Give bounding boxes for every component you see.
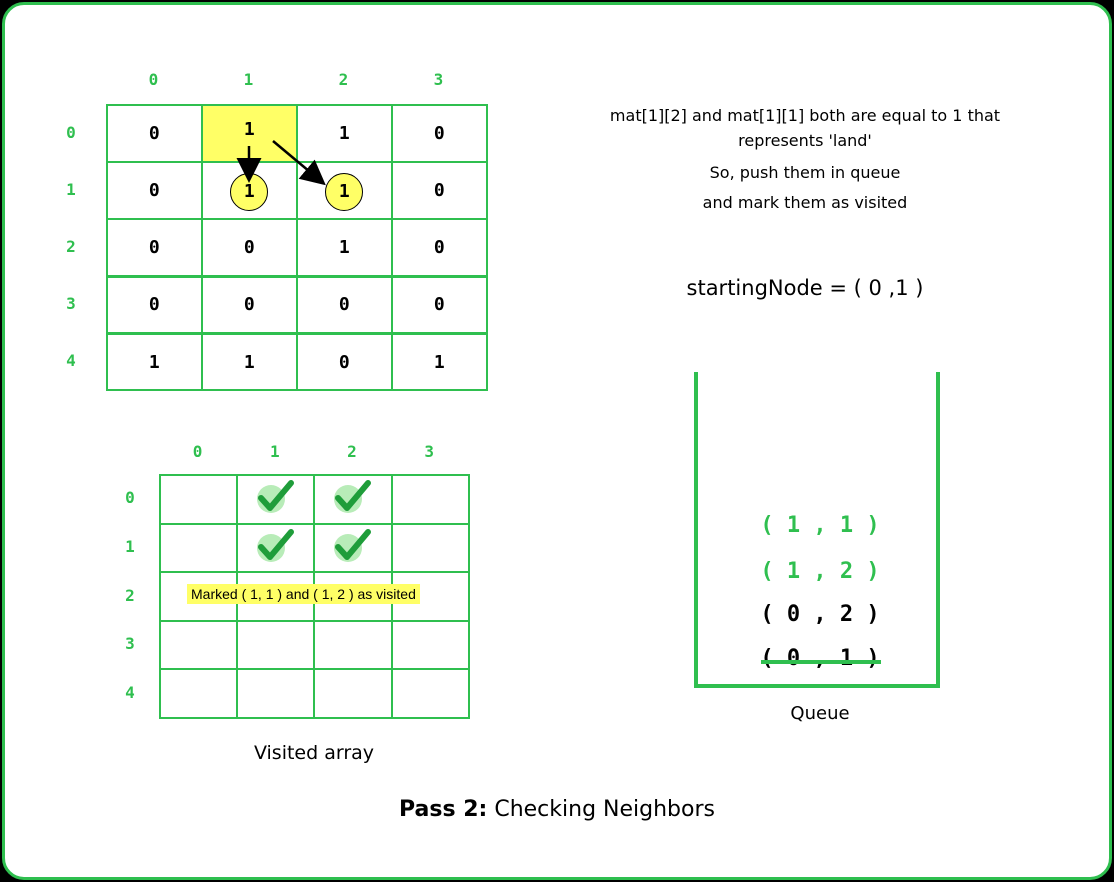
check-icon — [255, 526, 295, 566]
queue-item: ( 1 , 2 ) — [760, 559, 880, 584]
matrix-cell-2-2: 1 — [296, 218, 393, 278]
check-icon — [255, 477, 295, 517]
queue-item: ( 0 , 2 ) — [760, 602, 880, 627]
description-line-2: represents 'land' — [738, 131, 872, 150]
matrix-cell-value: 0 — [338, 351, 350, 373]
matrix-cell-2-0: 0 — [106, 218, 203, 278]
footer-pass-description: Checking Neighbors — [487, 797, 715, 822]
matrix-cell-1-1: 1 — [201, 161, 298, 220]
queue-item-strikethrough — [761, 660, 881, 664]
matrix-cell-3-1: 0 — [201, 275, 298, 335]
matrix-cell-4-0: 1 — [106, 332, 203, 392]
matrix-cell-value: 1 — [433, 351, 445, 373]
matrix-cell-value: 0 — [243, 294, 255, 316]
visited-col-label-2: 2 — [347, 442, 357, 461]
visited-cell-3-2 — [313, 619, 393, 671]
matrix-cell-0-2: 1 — [296, 104, 393, 163]
visited-row-label-2: 2 — [125, 585, 135, 605]
footer-title: Pass 2: Checking Neighbors — [300, 797, 814, 822]
matrix-cell-value: 1 — [230, 172, 269, 211]
matrix-cell-value: 1 — [243, 118, 255, 140]
matrix-cell-2-1: 0 — [201, 218, 298, 278]
matrix-cell-3-3: 0 — [391, 275, 488, 335]
matrix-cell-value: 0 — [148, 180, 160, 202]
visited-cell-1-0 — [159, 522, 239, 574]
matrix-col-label-0: 0 — [148, 70, 159, 89]
matrix-cell-4-1: 1 — [201, 332, 298, 392]
matrix-cell-value: 0 — [433, 122, 445, 144]
visited-cell-0-3 — [390, 474, 470, 525]
matrix-cell-value: 1 — [338, 122, 350, 144]
matrix-cell-value: 1 — [338, 237, 350, 259]
matrix-row-label-1: 1 — [66, 179, 76, 199]
matrix-cell-value: 0 — [433, 180, 445, 202]
check-icon — [332, 477, 372, 517]
visited-row-label-3: 3 — [125, 634, 135, 654]
matrix-cell-4-3: 1 — [391, 332, 488, 392]
matrix-cell-value: 1 — [325, 172, 364, 211]
visited-col-label-0: 0 — [192, 442, 203, 461]
description-line-3: So, push them in queue — [709, 163, 901, 182]
visited-cell-0-0 — [159, 474, 239, 525]
visited-col-label-1: 1 — [269, 442, 280, 461]
visited-cell-3-1 — [236, 619, 316, 671]
visited-cell-1-3 — [390, 522, 470, 574]
matrix-cell-value: 1 — [148, 351, 160, 373]
queue-caption: Queue — [790, 703, 850, 724]
matrix-cell-0-1: 1 — [201, 104, 298, 163]
matrix-row-label-0: 0 — [66, 122, 76, 142]
visited-cell-4-0 — [159, 668, 239, 719]
visited-row-label-4: 4 — [125, 682, 135, 702]
matrix-cell-1-0: 0 — [106, 161, 203, 220]
matrix-cell-value: 0 — [433, 237, 445, 259]
matrix-cell-value: 0 — [148, 122, 160, 144]
matrix-cell-2-3: 0 — [391, 218, 488, 278]
matrix-cell-value: 0 — [338, 294, 350, 316]
visited-array-caption: Visited array — [253, 742, 375, 764]
matrix-cell-value: 0 — [148, 237, 160, 259]
visited-row-label-0: 0 — [125, 488, 135, 508]
visited-cell-4-3 — [390, 668, 470, 719]
matrix-cell-3-2: 0 — [296, 275, 393, 335]
visited-cell-3-3 — [390, 619, 470, 671]
visited-cell-4-1 — [236, 668, 316, 719]
description-line-1: mat[1][2] and mat[1][1] both are equal t… — [609, 106, 1001, 125]
description-line-4: and mark them as visited — [702, 193, 908, 212]
visited-col-label-3: 3 — [424, 442, 434, 461]
queue-item: ( 1 , 1 ) — [760, 513, 880, 538]
queue-item: ( 0 , 1 ) — [760, 646, 880, 671]
matrix-cell-value: 0 — [433, 294, 445, 316]
check-icon — [332, 526, 372, 566]
matrix-row-label-2: 2 — [66, 237, 76, 256]
matrix-row-label-4: 4 — [66, 351, 76, 371]
queue-container — [694, 372, 940, 688]
matrix-cell-1-3: 0 — [391, 161, 488, 220]
starting-node-label: startingNode = ( 0 ,1 ) — [686, 276, 924, 300]
visited-cell-3-0 — [159, 619, 239, 671]
matrix-col-label-1: 1 — [243, 70, 254, 89]
matrix-col-label-3: 3 — [433, 70, 444, 89]
matrix-cell-0-3: 0 — [391, 104, 488, 163]
visited-row-label-1: 1 — [125, 536, 135, 556]
matrix-cell-0-0: 0 — [106, 104, 203, 163]
matrix-cell-value: 0 — [243, 237, 255, 259]
matrix-col-label-2: 2 — [338, 70, 349, 89]
visited-note: Marked ( 1, 1 ) and ( 1, 2 ) as visited — [187, 584, 420, 604]
matrix-cell-value: 1 — [243, 351, 255, 373]
matrix-cell-1-2: 1 — [296, 161, 393, 220]
matrix-cell-value: 0 — [148, 294, 160, 316]
footer-pass-label: Pass 2: — [399, 797, 488, 822]
matrix-row-label-3: 3 — [66, 294, 76, 314]
matrix-cell-4-2: 0 — [296, 332, 393, 392]
visited-cell-4-2 — [313, 668, 393, 719]
matrix-cell-3-0: 0 — [106, 275, 203, 335]
